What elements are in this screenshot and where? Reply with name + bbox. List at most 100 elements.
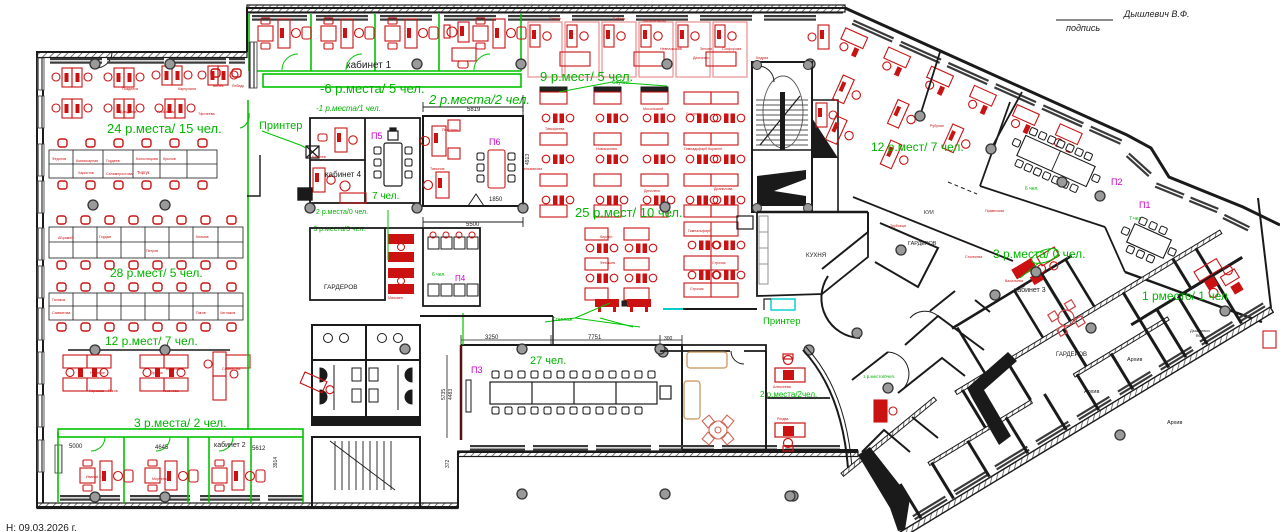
svg-text:5735: 5735 xyxy=(441,389,447,400)
svg-text:Харистов: Харистов xyxy=(78,171,94,175)
svg-text:Демченко: Демченко xyxy=(693,56,709,60)
svg-text:Гимнальфарб: Гимнальфарб xyxy=(688,229,711,233)
svg-text:Алексеева: Алексеева xyxy=(773,385,791,389)
svg-text:ГАРДЕРОВ: ГАРДЕРОВ xyxy=(1056,352,1087,358)
svg-text:12 р.мест/ 7 чел.: 12 р.мест/ 7 чел. xyxy=(105,334,198,348)
svg-text:Зенова: Зенова xyxy=(700,47,712,51)
svg-text:Спякин: Спякин xyxy=(549,17,561,21)
svg-text:300: 300 xyxy=(664,336,673,342)
svg-text:7 чел.: 7 чел. xyxy=(1129,216,1143,222)
svg-text:6 чел.: 6 чел. xyxy=(1025,186,1039,192)
svg-text:Деноленк: Деноленк xyxy=(644,189,660,193)
svg-text:ВФ,: ВФ, xyxy=(1196,333,1203,338)
svg-text:7 чел.: 7 чел. xyxy=(372,191,399,202)
svg-text:Позднеха: Позднеха xyxy=(122,87,138,91)
svg-text:Строчик: Строчик xyxy=(690,287,704,291)
svg-text:КУИ: КУИ xyxy=(924,210,934,216)
svg-text:Самватова: Самватова xyxy=(52,311,70,315)
svg-text:П2: П2 xyxy=(1111,177,1122,187)
svg-text:3914: 3914 xyxy=(273,457,279,468)
svg-text:П5: П5 xyxy=(371,131,382,141)
svg-text:Ввоссфра: Ввоссфра xyxy=(166,367,183,371)
svg-text:3 р.места/ 0 чел.: 3 р.места/ 0 чел. xyxy=(993,247,1086,261)
svg-text:5000: 5000 xyxy=(69,444,83,450)
svg-text:Васильева: Васильева xyxy=(1005,279,1023,283)
svg-text:Климов: Климов xyxy=(196,235,209,239)
svg-text:Стеллаж: Стеллаж xyxy=(552,317,573,323)
svg-text:Трубовца: Трубовца xyxy=(890,224,906,228)
svg-text:подпись: подпись xyxy=(1066,23,1100,33)
svg-text:АлиБекова: АлиБекова xyxy=(157,110,175,114)
svg-text:П3: П3 xyxy=(471,365,482,375)
svg-text:Невпальский: Невпальский xyxy=(660,47,682,51)
svg-text:АБрамей: АБрамей xyxy=(58,236,73,240)
svg-text:Орлова: Орлова xyxy=(150,371,163,375)
svg-text:ГАРДЕРОВ: ГАРДЕРОВ xyxy=(324,284,358,291)
svg-text:Дышлевич: Дышлевич xyxy=(1190,328,1210,333)
svg-text:Комиссарная: Комиссарная xyxy=(76,159,98,163)
svg-text:ГАРДЕРОВ: ГАРДЕРОВ xyxy=(908,241,937,247)
svg-text:Касьяненкова: Касьяненкова xyxy=(643,19,666,23)
svg-text:7751: 7751 xyxy=(588,335,602,341)
svg-text:2 р.места/2 чел.: 2 р.места/2 чел. xyxy=(428,92,530,107)
svg-text:Рогдва: Рогдва xyxy=(777,417,788,421)
svg-text:Тимофеева: Тимофеева xyxy=(545,127,564,131)
svg-text:-6 р.места/ 5 чел.: -6 р.места/ 5 чел. xyxy=(320,81,425,96)
svg-text:Мальвен: Мальвен xyxy=(388,296,403,300)
svg-text:Тимонов: Тимонов xyxy=(430,167,444,171)
svg-text:Мосольский: Мосольский xyxy=(643,107,663,111)
svg-text:Карпулина: Карпулина xyxy=(178,87,196,91)
svg-text:28 р.мест/ 5 чел.: 28 р.мест/ 5 чел. xyxy=(110,266,203,280)
svg-text:1850: 1850 xyxy=(489,197,503,203)
svg-text:Киселев: Киселев xyxy=(312,155,326,159)
svg-text:25 р.мест/ 10 чел.: 25 р.мест/ 10 чел. xyxy=(575,205,683,220)
svg-text:3 р.места/ 2 чел.: 3 р.места/ 2 чел. xyxy=(134,416,227,430)
svg-text:Тельманова: Тельманова xyxy=(522,167,542,171)
svg-text:Стогачева: Стогачева xyxy=(965,255,982,259)
svg-text:Клдрва: Клдрва xyxy=(756,56,768,60)
svg-text:Кирилл: Кирилл xyxy=(600,235,612,239)
svg-text:Аксенова: Аксенова xyxy=(163,389,179,393)
svg-text:Гимнадьфарб Корянне: Гимнадьфарб Корянне xyxy=(684,147,722,151)
svg-text:Ситорин: Ситорин xyxy=(686,112,700,116)
svg-text:Нелюбин: Нелюбин xyxy=(90,371,105,375)
svg-text:1 рместо/ 1 чел: 1 рместо/ 1 чел xyxy=(1142,289,1228,303)
svg-text:12 р.мест/ 7 чел.: 12 р.мест/ 7 чел. xyxy=(871,140,964,154)
svg-text:Фетишев: Фетишев xyxy=(600,261,615,265)
svg-text:Колосницова: Колосницова xyxy=(136,157,158,161)
svg-text:2 р.места/2чел.: 2 р.места/2чел. xyxy=(760,390,817,399)
svg-text:Самватова: Самватова xyxy=(222,367,240,371)
svg-text:Рубулин: Рубулин xyxy=(930,124,944,128)
svg-text:Архив: Архив xyxy=(1127,357,1142,363)
svg-text:4483: 4483 xyxy=(448,389,454,400)
svg-text:Правегская: Правегская xyxy=(985,209,1004,213)
svg-text:Тиргук: Тиргук xyxy=(137,170,150,175)
svg-text:6 чел.: 6 чел. xyxy=(432,272,446,278)
svg-text:кабинет 1: кабинет 1 xyxy=(346,59,392,71)
svg-text:Спутекс: Спутекс xyxy=(612,80,631,86)
svg-text:Пягов: Пягов xyxy=(108,389,118,393)
svg-text:Принтер: Принтер xyxy=(763,316,800,327)
svg-text:4913: 4913 xyxy=(525,154,531,165)
svg-text:-1 р.места/1 чел.: -1 р.места/1 чел. xyxy=(316,104,381,113)
svg-text:кабинет 3: кабинет 3 xyxy=(1014,286,1046,294)
svg-text:9 р.мест/ 5 чел.: 9 р.мест/ 5 чел. xyxy=(540,69,633,84)
svg-text:2 р.места/0 чел.: 2 р.места/0 чел. xyxy=(316,209,368,216)
svg-text:Федотов: Федотов xyxy=(52,157,66,161)
svg-text:3250: 3250 xyxy=(485,335,499,341)
svg-text:-3 р.места/3 чел.: -3 р.места/3 чел. xyxy=(311,226,365,233)
svg-text:Гордые: Гордые xyxy=(99,235,111,239)
svg-text:Тфхчеева: Тфхчеева xyxy=(198,112,215,116)
svg-text:27 чел.: 27 чел. xyxy=(530,355,566,367)
svg-text:372: 372 xyxy=(445,459,451,468)
svg-text:Иванов: Иванов xyxy=(86,475,98,479)
svg-text:Пнистрва: Пнистрва xyxy=(442,128,458,132)
svg-text:КУХНЯ: КУХНЯ xyxy=(806,253,826,259)
svg-text:Архив: Архив xyxy=(1167,420,1182,426)
svg-text:Петров: Петров xyxy=(146,249,158,253)
svg-text:Дианилова: Дианилова xyxy=(714,187,732,191)
svg-text:Новожилова: Новожилова xyxy=(596,147,617,151)
svg-text:Принтер: Принтер xyxy=(259,120,302,132)
svg-text:24 р.места/ 15 чел.: 24 р.места/ 15 чел. xyxy=(107,121,222,136)
svg-text:П6: П6 xyxy=(489,137,500,147)
